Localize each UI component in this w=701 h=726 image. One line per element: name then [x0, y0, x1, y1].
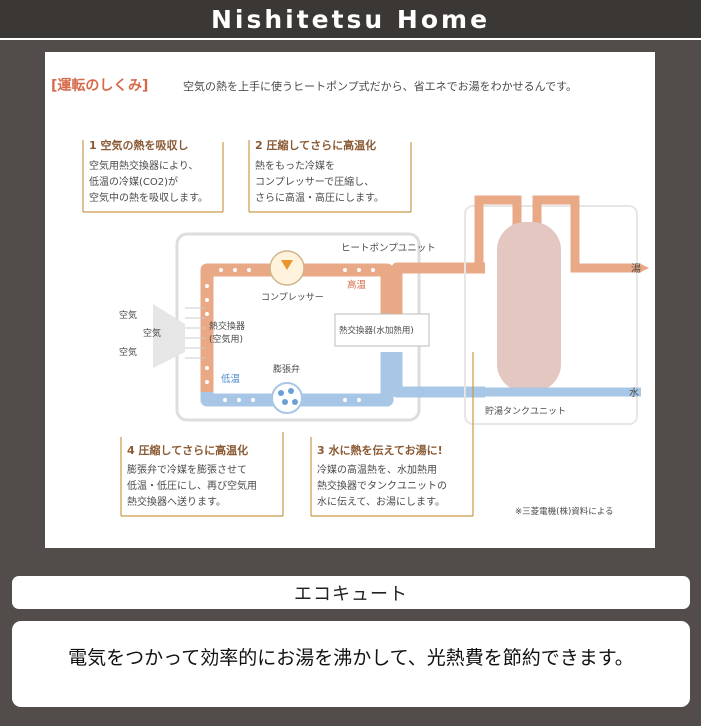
water-label: 水	[629, 387, 639, 399]
diagram-panel: [運転のしくみ] 空気の熱を上手に使うヒートポンプ式だから、省エネでお湯をわかせ…	[45, 52, 655, 548]
compression-arrow-icon	[281, 260, 293, 270]
air-heat-exchanger-label-1: 熱交換器	[209, 320, 245, 332]
step-2-box: 2 圧縮してさらに高温化 熱をもった冷媒を コンプレッサーで圧縮し、 さらに高温…	[248, 138, 412, 213]
product-caption: エコキュート	[294, 583, 408, 605]
step-2-line-3: さらに高温・高圧にします。	[255, 191, 384, 204]
heat-pump-unit-label: ヒートポンプユニット	[341, 243, 436, 254]
refrigerant-dots	[205, 268, 375, 402]
step-4-line-3: 熱交換器へ送ります。	[127, 495, 226, 508]
step-1-line-3: 空気中の熱を吸収します。	[89, 191, 208, 204]
cold-water-pipe	[391, 352, 485, 398]
compressor-label: コンプレッサー	[261, 292, 324, 303]
step-4-box: 4 圧縮してさらに高温化 膨張弁で冷媒を膨張させて 低温・低圧にし、再び空気用 …	[120, 432, 284, 517]
expansion-valve-dots	[278, 388, 298, 405]
water-heat-exchanger-label: 熱交換器(水加熱用)	[339, 325, 414, 336]
step-3-line-2: 熱交換器でタンクユニットの	[317, 479, 447, 492]
step-2-line-1: 熱をもった冷媒を	[255, 159, 335, 172]
step-1-box: 1 空気の熱を吸収し 空気用熱交換器により、 低温の冷媒(CO2)が 空気中の熱…	[82, 138, 224, 213]
step-1-line-1: 空気用熱交換器により、	[89, 159, 198, 172]
step-3-box: 3 水に熱を伝えてお湯に! 冷媒の高温熱を、水加熱用 熱交換器でタンクユニットの…	[310, 352, 474, 517]
tank-unit-label: 貯湯タンクユニット	[485, 406, 566, 417]
step-3-line-3: 水に伝えて、お湯にします。	[317, 495, 445, 508]
water-heat-exchanger-box	[334, 313, 430, 347]
step-2-line-2: コンプレッサーで圧縮し、	[255, 175, 374, 188]
step-1-title: 1 空気の熱を吸収し	[89, 138, 188, 152]
step-2-title: 2 圧縮してさらに高温化	[255, 138, 376, 152]
hot-water-label: 湯	[631, 262, 641, 275]
storage-tank	[497, 222, 561, 392]
step-1-line-2: 低温の冷媒(CO2)が	[89, 175, 178, 188]
air-flow-shape	[153, 304, 185, 368]
diagram-subtitle: 空気の熱を上手に使うヒートポンプ式だから、省エネでお湯をわかせるんです。	[183, 79, 577, 93]
product-description: 電気をつかって効率的にお湯を沸かして、光熱費を節約できます。	[68, 647, 634, 669]
hot-water-pipe	[391, 262, 485, 314]
expansion-valve-icon	[271, 382, 303, 414]
step-3-title: 3 水に熱を伝えてお湯に!	[317, 443, 443, 457]
step-4-title: 4 圧縮してさらに高温化	[127, 443, 248, 457]
source-note: ※三菱電機(株)資料による	[515, 506, 614, 517]
air-flow-lines	[185, 307, 205, 359]
low-temp-label: 低温	[221, 373, 241, 385]
description-box: 電気をつかって効率的にお湯を沸かして、光熱費を節約できます。	[12, 621, 690, 707]
site-title: Nishitetsu Home	[210, 4, 491, 34]
water-arrow-icon	[629, 388, 637, 396]
step-4-line-2: 低温・低圧にし、再び空気用	[127, 479, 257, 492]
air-label-2: 空気	[143, 327, 161, 339]
tank-outlet-pipe	[532, 195, 641, 273]
diagram-heading: [運転のしくみ]	[51, 77, 148, 94]
air-label-3: 空気	[119, 346, 137, 358]
step-3-line-1: 冷媒の高温熱を、水加熱用	[317, 463, 437, 476]
heat-pump-diagram: [運転のしくみ] 空気の熱を上手に使うヒートポンプ式だから、省エネでお湯をわかせ…	[51, 77, 649, 517]
expansion-valve-label: 膨張弁	[273, 363, 300, 375]
step-4-line-1: 膨張弁で冷媒を膨張させて	[127, 463, 247, 476]
hot-water-arrow-icon	[641, 264, 649, 272]
tank-unit-outline	[464, 205, 638, 425]
air-heat-exchanger-label-2: (空気用)	[209, 333, 243, 345]
caption-box: エコキュート	[12, 576, 690, 609]
air-label-1: 空気	[119, 309, 137, 321]
site-header: Nishitetsu Home	[0, 0, 701, 40]
high-temp-label: 高温	[347, 279, 367, 291]
